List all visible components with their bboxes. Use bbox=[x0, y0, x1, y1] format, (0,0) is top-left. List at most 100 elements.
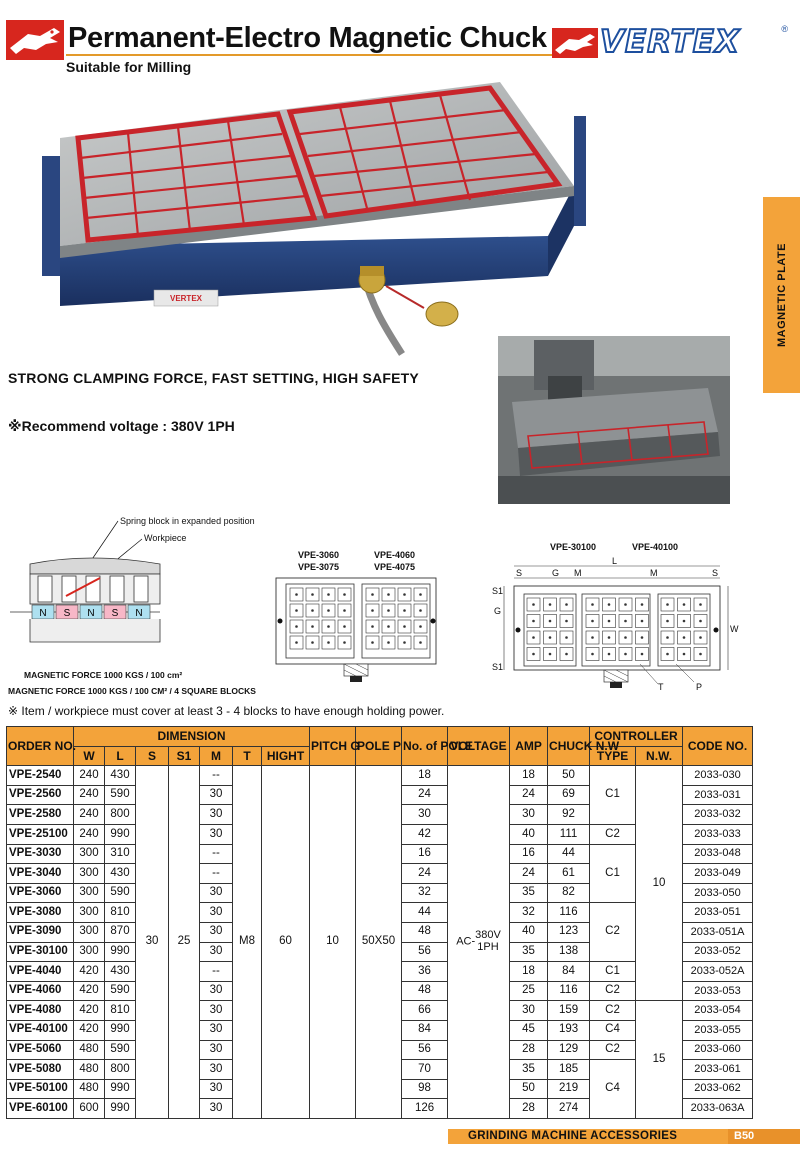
cell-no-of-pole: 84 bbox=[401, 1019, 449, 1041]
pole-dot bbox=[640, 636, 644, 639]
magnetic-force-text-1: MAGNETIC FORCE 1000 KGS / 100 cm² bbox=[24, 670, 183, 680]
cell-chuck-nw: 138 bbox=[547, 941, 591, 963]
cell-code-no: 2033-050 bbox=[682, 882, 754, 904]
eagle-logo-icon bbox=[6, 20, 64, 60]
cell-w: 420 bbox=[73, 1000, 105, 1021]
cell-order-no: VPE-3090 bbox=[6, 921, 74, 943]
header-order-no: ORDER NO. bbox=[6, 725, 76, 767]
pole-dot bbox=[532, 652, 535, 656]
cell-chuck-nw: 116 bbox=[547, 902, 591, 923]
cell-amp: 32 bbox=[509, 902, 549, 923]
milling-photo bbox=[498, 336, 730, 504]
cell-no-of-pole: 70 bbox=[401, 1059, 449, 1080]
cell-l: 430 bbox=[104, 961, 136, 982]
cell-order-no: VPE-3030 bbox=[6, 843, 74, 865]
vertex-brand-logo: VERTEX ® bbox=[552, 23, 788, 61]
pole-dot bbox=[387, 593, 390, 596]
pole-dot bbox=[295, 609, 298, 612]
cell-l: 870 bbox=[104, 921, 136, 943]
cell-w: 300 bbox=[73, 921, 105, 943]
pole-dot bbox=[607, 603, 611, 606]
dim-t: T bbox=[658, 682, 664, 692]
pole-dot bbox=[371, 593, 374, 596]
cell-order-no: VPE-3060 bbox=[6, 882, 74, 904]
cell-l: 990 bbox=[104, 1019, 136, 1041]
cell-l: 810 bbox=[104, 902, 136, 923]
cell-code-no: 2033-052 bbox=[682, 941, 754, 963]
cell-amp: 35 bbox=[509, 882, 549, 904]
pole-dot bbox=[343, 609, 346, 612]
cell-order-no: VPE-2580 bbox=[6, 804, 74, 825]
cell-chuck-nw: 111 bbox=[547, 823, 591, 845]
cell-chuck-nw: 185 bbox=[547, 1059, 591, 1080]
usage-note: ※ Item / workpiece must cover at least 3… bbox=[8, 704, 445, 718]
cell-code-no: 2033-048 bbox=[682, 843, 754, 865]
pole-dot bbox=[387, 641, 390, 644]
cell-chuck-nw: 92 bbox=[547, 804, 591, 825]
cell-w: 300 bbox=[73, 902, 105, 923]
title-underline bbox=[66, 54, 552, 56]
cell-amp: 50 bbox=[509, 1078, 549, 1100]
cell-order-no: VPE-4040 bbox=[6, 961, 74, 982]
cell-m: 30 bbox=[199, 1000, 233, 1021]
chuck-3060-4060-diagram: VPE-3060 VPE-3075 VPE-4060 VPE-4075 bbox=[275, 550, 437, 682]
cell-m: 30 bbox=[199, 784, 233, 806]
cell-chuck-nw: 116 bbox=[547, 980, 591, 1002]
voltage-note: ※Recommend voltage : 380V 1PH bbox=[8, 418, 235, 434]
cell-chuck-nw: 82 bbox=[547, 882, 591, 904]
pole-dot bbox=[624, 619, 627, 623]
cell-l: 990 bbox=[104, 823, 136, 845]
cell-pitch: 10 bbox=[309, 765, 357, 1119]
pole-dot bbox=[532, 619, 535, 623]
cell-controller-nw: 15 bbox=[635, 1000, 684, 1119]
cell-order-no: VPE-40100 bbox=[6, 1019, 74, 1041]
cell-chuck-nw: 274 bbox=[547, 1098, 591, 1119]
pole-s-1: S bbox=[64, 608, 71, 619]
page-subtitle: Suitable for Milling bbox=[66, 59, 192, 75]
chuck-label-text: VERTEX bbox=[170, 294, 203, 303]
cell-controller-type: C2 bbox=[589, 1039, 637, 1061]
dim-l: L bbox=[612, 556, 617, 566]
voltage-value: 380V bbox=[475, 929, 501, 942]
pole-dot bbox=[403, 593, 406, 596]
pole-dot bbox=[403, 609, 406, 612]
pole-dot bbox=[371, 609, 374, 612]
cell-l: 990 bbox=[104, 1098, 136, 1119]
cell-hight: 60 bbox=[260, 765, 311, 1119]
cell-m: -- bbox=[199, 961, 233, 982]
brand-name: VERTEX bbox=[599, 23, 740, 61]
magnetic-chuck-illustration: VERTEX bbox=[42, 82, 586, 356]
cell-l: 310 bbox=[104, 843, 136, 865]
pole-dot bbox=[624, 636, 627, 639]
pole-dot bbox=[699, 619, 702, 623]
cell-chuck-nw: 50 bbox=[547, 765, 591, 786]
model-vpe-3075: VPE-3075 bbox=[298, 562, 339, 572]
cell-controller-type: C4 bbox=[589, 1019, 637, 1041]
pole-dot bbox=[624, 603, 627, 606]
cell-order-no: VPE-4060 bbox=[6, 980, 74, 1002]
cell-code-no: 2033-033 bbox=[682, 823, 754, 845]
cell-no-of-pole: 32 bbox=[401, 882, 449, 904]
pole-dot bbox=[591, 636, 594, 639]
cell-l: 590 bbox=[104, 882, 136, 904]
cell-w: 420 bbox=[73, 980, 105, 1002]
header-s1: S1 bbox=[168, 745, 200, 767]
cell-no-of-pole: 44 bbox=[401, 902, 449, 923]
cell-no-of-pole: 56 bbox=[401, 1039, 449, 1061]
spec-table: ORDER NO. DIMENSION PITCH G POLE P No. o… bbox=[6, 725, 754, 1119]
model-vpe-4075: VPE-4075 bbox=[374, 562, 415, 572]
cell-l: 590 bbox=[104, 784, 136, 806]
cell-order-no: VPE-3040 bbox=[6, 863, 74, 884]
side-tab-label: MAGNETIC PLATE bbox=[775, 243, 788, 347]
cell-m: 30 bbox=[199, 804, 233, 825]
cell-order-no: VPE-60100 bbox=[6, 1098, 74, 1119]
cell-no-of-pole: 48 bbox=[401, 980, 449, 1002]
